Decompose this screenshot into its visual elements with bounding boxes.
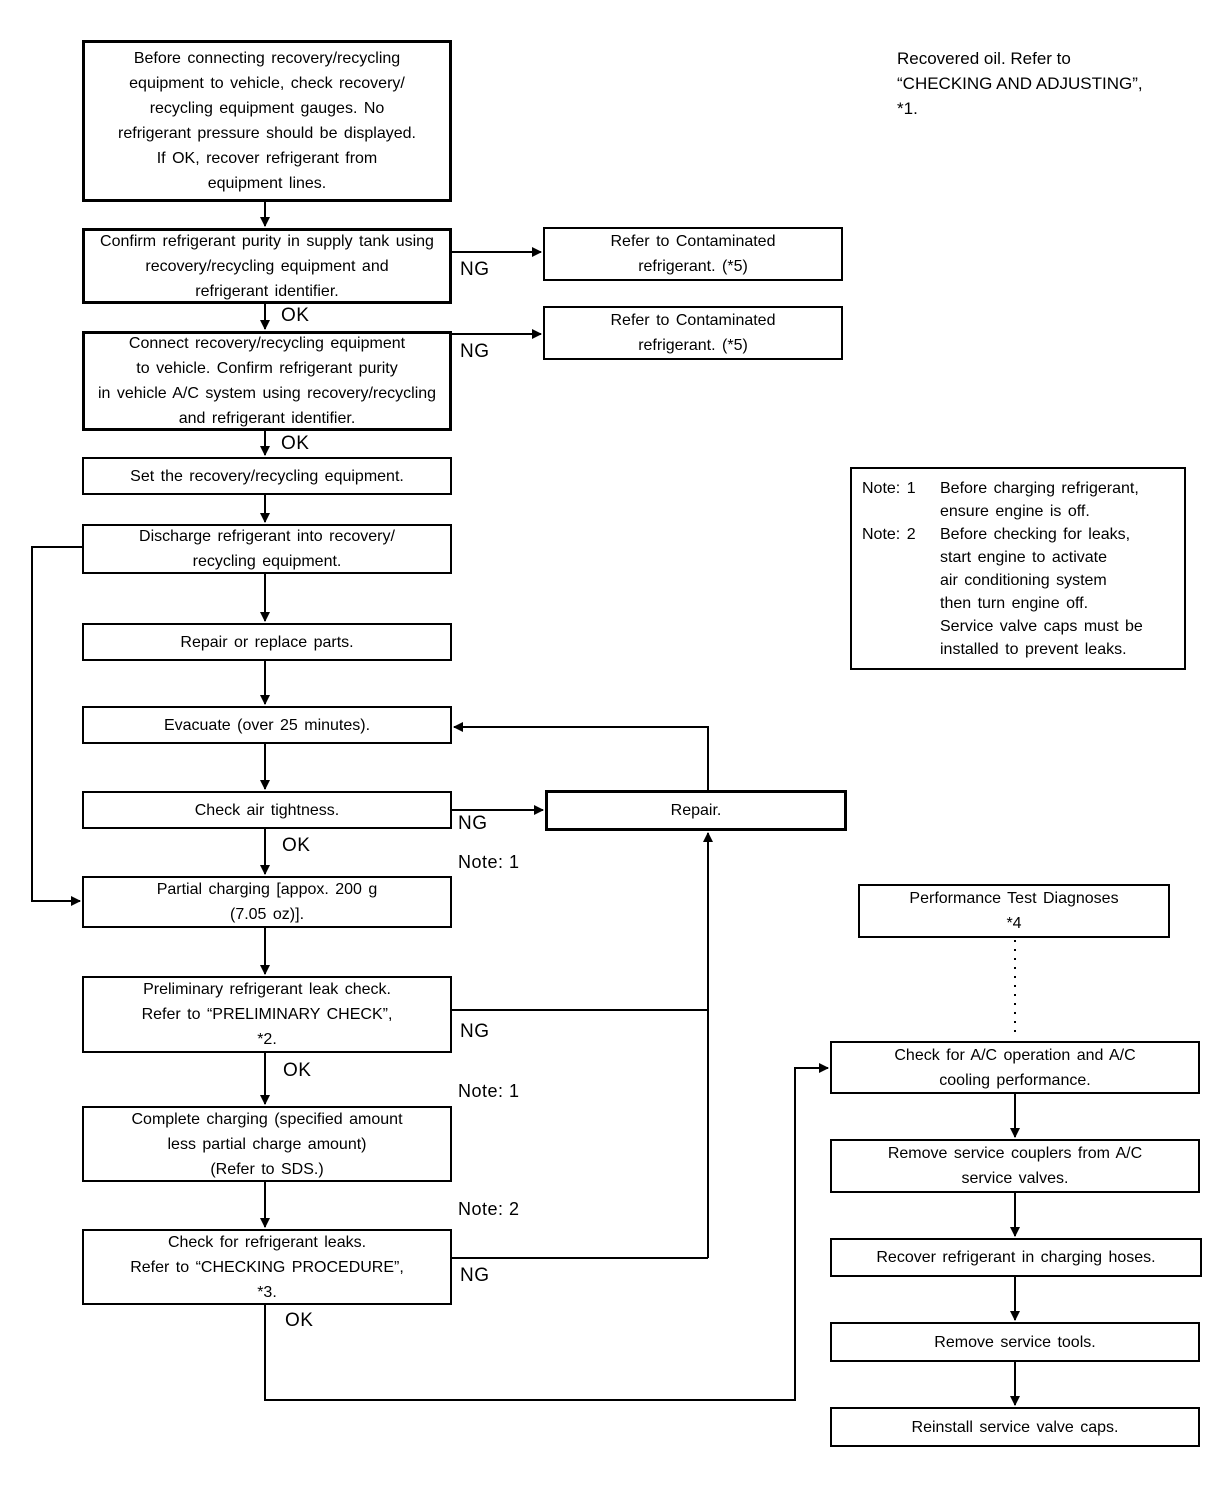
node-complete-charging: Complete charging (specified amount less… [82, 1106, 452, 1182]
node-leak-check-text: Check for refrigerant leaks. Refer to “C… [130, 1233, 404, 1301]
ng-label-air-tightness: NG [458, 813, 488, 834]
node-performance-test-text: Performance Test Diagnoses *4 [909, 890, 1119, 932]
node-recover-hoses-text: Recover refrigerant in charging hoses. [876, 1249, 1156, 1266]
note-2-label: Note: 2 [862, 526, 916, 543]
node-repair-text: Repair. [670, 802, 722, 819]
node-preliminary-check-text: Preliminary refrigerant leak check. Refe… [141, 981, 393, 1048]
flow-arrows [31, 202, 1020, 1406]
node-remove-couplers: Remove service couplers from A/C service… [830, 1139, 1200, 1193]
node-remove-tools-text: Remove service tools. [934, 1333, 1096, 1351]
node-contaminated-refrigerant-2-text: Refer to Contaminated refrigerant. (*5) [610, 312, 776, 354]
ng-label-confirm: NG [460, 259, 490, 280]
node-remove-couplers-text: Remove service couplers from A/C service… [887, 1145, 1143, 1187]
node-contaminated-refrigerant-2: Refer to Contaminated refrigerant. (*5) [543, 306, 843, 360]
ok-label-air-tightness: OK [282, 835, 311, 856]
node-check-gauges-text: Before connecting recovery/recycling equ… [118, 50, 416, 192]
notes-box: Note: 1 Before charging refrigerant, ens… [850, 467, 1186, 670]
node-contaminated-refrigerant-1-text: Refer to Contaminated refrigerant. (*5) [610, 233, 776, 275]
node-recover-hoses: Recover refrigerant in charging hoses. [830, 1238, 1202, 1277]
note1-label-air-tightness: Note: 1 [458, 852, 520, 872]
node-discharge: Discharge refrigerant into recovery/ rec… [82, 524, 452, 574]
node-preliminary-check: Preliminary refrigerant leak check. Refe… [82, 976, 452, 1053]
note-2-row: Note: 2 Before checking for leaks, start… [862, 523, 1178, 661]
node-check-ac-operation: Check for A/C operation and A/C cooling … [830, 1041, 1200, 1094]
node-repair: Repair. [545, 790, 847, 831]
ok-label-connect: OK [281, 433, 310, 454]
ng-label-leak-check: NG [460, 1265, 490, 1286]
node-confirm-purity-tank-text: Confirm refrigerant purity in supply tan… [100, 232, 434, 300]
node-leak-check: Check for refrigerant leaks. Refer to “C… [82, 1229, 452, 1305]
node-repair-replace-text: Repair or replace parts. [180, 633, 354, 651]
node-check-gauges: Before connecting recovery/recycling equ… [82, 40, 452, 202]
node-set-equipment-text: Set the recovery/recycling equipment. [130, 467, 404, 485]
note2-label-leak-check: Note: 2 [458, 1199, 520, 1219]
node-reinstall-caps: Reinstall service valve caps. [830, 1407, 1200, 1447]
ok-label-confirm: OK [281, 305, 310, 326]
node-complete-charging-text: Complete charging (specified amount less… [131, 1110, 403, 1178]
ng-label-connect: NG [460, 341, 490, 362]
ok-label-leak-check: OK [285, 1310, 314, 1331]
node-air-tightness: Check air tightness. [82, 791, 452, 829]
node-partial-charging-text: Partial charging [appox. 200 g (7.05 oz)… [156, 881, 378, 923]
note-1-text: Before charging refrigerant, ensure engi… [940, 480, 1139, 520]
node-contaminated-refrigerant-1: Refer to Contaminated refrigerant. (*5) [543, 227, 843, 281]
ok-label-preliminary: OK [283, 1060, 312, 1081]
node-connect-confirm-vehicle: Connect recovery/recycling equipment to … [82, 331, 452, 431]
node-remove-tools: Remove service tools. [830, 1322, 1200, 1362]
node-confirm-purity-tank: Confirm refrigerant purity in supply tan… [82, 228, 452, 304]
node-evacuate-text: Evacuate (over 25 minutes). [163, 716, 371, 734]
node-reinstall-caps-text: Reinstall service valve caps. [911, 1418, 1119, 1436]
note1-label-complete-charging: Note: 1 [458, 1081, 520, 1101]
note-1-label: Note: 1 [862, 480, 916, 497]
node-performance-test: Performance Test Diagnoses *4 [858, 884, 1170, 938]
recovered-oil-note: Recovered oil. Refer to “CHECKING AND AD… [897, 49, 1143, 118]
arrow-repair-back-to-evacuate [453, 722, 709, 790]
node-connect-confirm-vehicle-text: Connect recovery/recycling equipment to … [97, 335, 437, 427]
node-discharge-text: Discharge refrigerant into recovery/ rec… [139, 528, 395, 570]
note-1-row: Note: 1 Before charging refrigerant, ens… [862, 477, 1178, 523]
note-2-text: Before checking for leaks, start engine … [940, 526, 1143, 658]
node-check-ac-operation-text: Check for A/C operation and A/C cooling … [894, 1046, 1136, 1089]
node-evacuate: Evacuate (over 25 minutes). [82, 706, 452, 744]
arrow-discharge-loop-to-partial [31, 546, 82, 906]
node-air-tightness-text: Check air tightness. [194, 801, 340, 819]
arrow-leak-check-ok-to-check-ac [264, 1063, 829, 1401]
node-set-equipment: Set the recovery/recycling equipment. [82, 457, 452, 495]
ng-label-preliminary: NG [460, 1021, 490, 1042]
node-repair-replace: Repair or replace parts. [82, 623, 452, 661]
node-partial-charging: Partial charging [appox. 200 g (7.05 oz)… [82, 876, 452, 928]
